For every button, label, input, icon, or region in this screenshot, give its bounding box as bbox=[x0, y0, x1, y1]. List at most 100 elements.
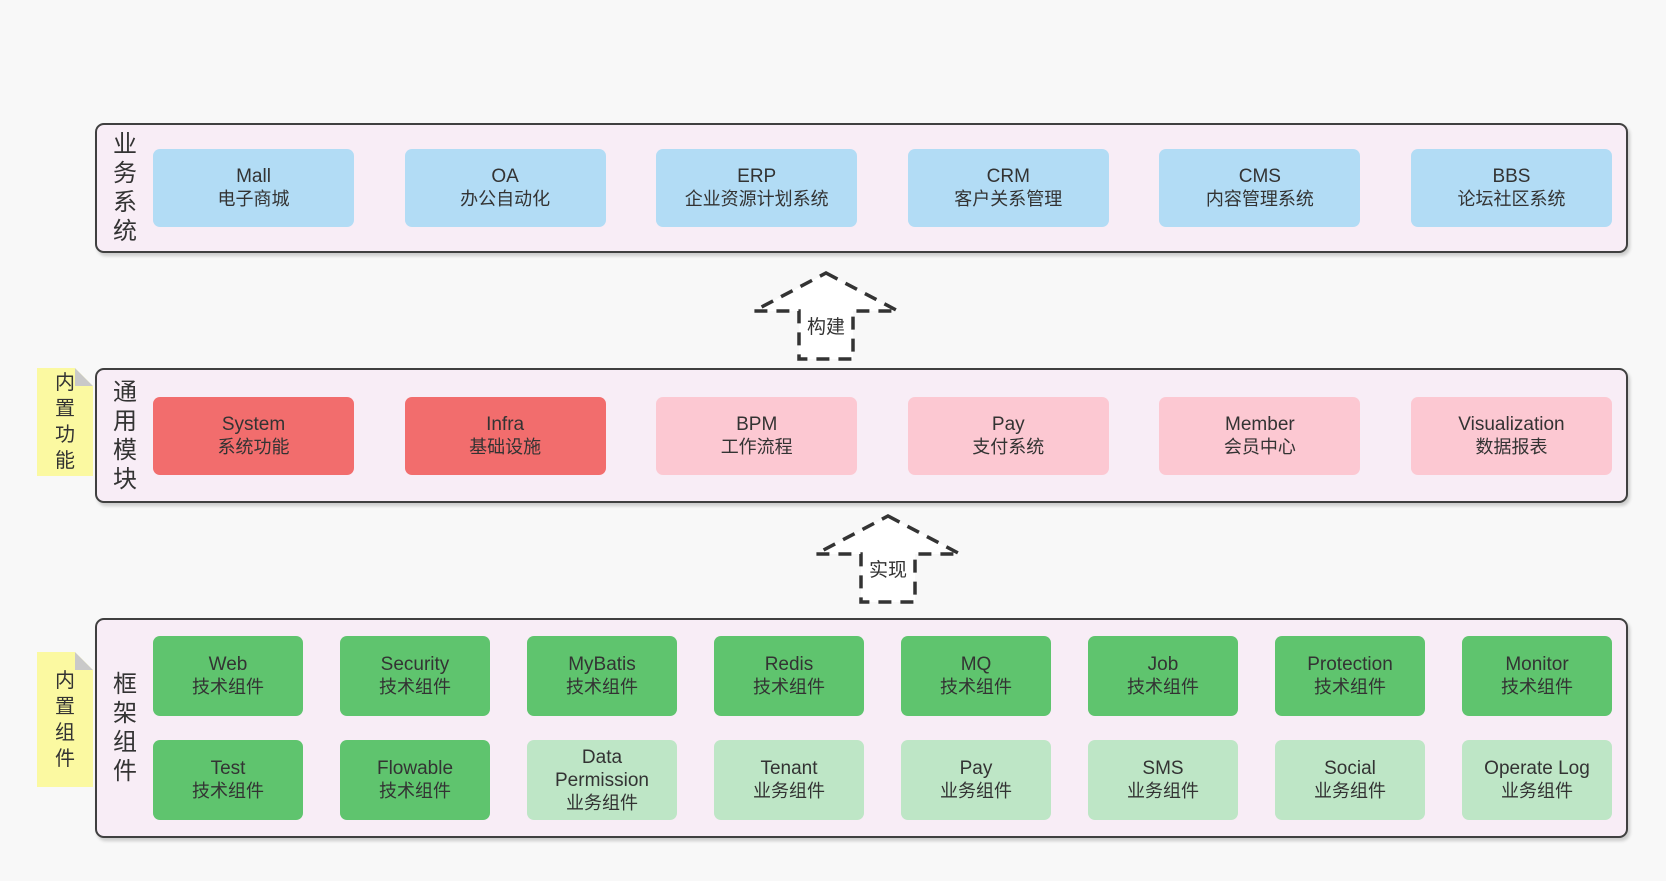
band-common-modules: 通用模块 System 系统功能 Infra 基础设施 BPM 工作流程 Pay bbox=[95, 368, 1628, 503]
note-text: 内置功能 bbox=[55, 372, 75, 472]
box-pay: Pay 支付系统 bbox=[907, 396, 1109, 475]
box-title: Monitor bbox=[1505, 654, 1569, 675]
box-subtitle: 业务组件 bbox=[1127, 781, 1199, 801]
box-title: CRM bbox=[986, 166, 1030, 187]
box-security: Security 技术组件 bbox=[340, 636, 490, 716]
band-framework-components: 框架组件 Web 技术组件 Security 技术组件 MyBatis 技术组件… bbox=[95, 618, 1628, 838]
box-title: Social bbox=[1324, 758, 1376, 779]
box-subtitle: 办公自动化 bbox=[460, 189, 551, 209]
band-content-components: Web 技术组件 Security 技术组件 MyBatis 技术组件 Redi… bbox=[153, 620, 1626, 836]
box-subtitle: 业务组件 bbox=[1314, 781, 1386, 801]
box-subtitle: 论坛社区系统 bbox=[1457, 189, 1566, 209]
box-data-permission: Data Permission 业务组件 bbox=[527, 740, 677, 820]
box-flowable: Flowable 技术组件 bbox=[340, 740, 490, 820]
box-tenant: Tenant 业务组件 bbox=[714, 740, 864, 820]
box-cms: CMS 内容管理系统 bbox=[1159, 149, 1361, 227]
box-title: Mall bbox=[236, 166, 271, 187]
box-member: Member 会员中心 bbox=[1159, 396, 1361, 475]
box-subtitle: 客户关系管理 bbox=[954, 189, 1063, 209]
box-subtitle: 技术组件 bbox=[192, 781, 264, 801]
box-title: Pay bbox=[991, 413, 1025, 435]
box-title: Operate Log bbox=[1484, 758, 1590, 779]
box-subtitle: 企业资源计划系统 bbox=[684, 189, 829, 209]
box-subtitle: 内容管理系统 bbox=[1205, 189, 1314, 209]
box-subtitle: 系统功能 bbox=[217, 436, 290, 457]
band-label-text: 业务系统 bbox=[113, 131, 137, 245]
note-text: 内置组件 bbox=[55, 669, 75, 770]
box-sms: SMS 业务组件 bbox=[1088, 740, 1238, 820]
box-oa: OA 办公自动化 bbox=[404, 149, 606, 227]
box-subtitle: 电子商城 bbox=[217, 189, 290, 209]
box-title: Tenant bbox=[760, 758, 818, 779]
band-content-business: Mall 电子商城 OA 办公自动化 ERP 企业资源计划系统 CRM 客户关系… bbox=[153, 125, 1626, 251]
box-subtitle: 技术组件 bbox=[379, 781, 451, 801]
note-built-in-features: 内置功能 bbox=[37, 368, 93, 476]
box-subtitle: 数据报表 bbox=[1475, 436, 1548, 457]
box-title: Infra bbox=[486, 413, 525, 435]
box-bpm: BPM 工作流程 bbox=[656, 396, 858, 475]
box-title: Visualization bbox=[1458, 413, 1565, 435]
box-subtitle: 技术组件 bbox=[1127, 677, 1199, 697]
band-content-modules: System 系统功能 Infra 基础设施 BPM 工作流程 Pay 支付系统… bbox=[153, 370, 1626, 501]
box-pay-business: Pay 业务组件 bbox=[901, 740, 1051, 820]
box-crm: CRM 客户关系管理 bbox=[907, 149, 1109, 227]
band-row: Web 技术组件 Security 技术组件 MyBatis 技术组件 Redi… bbox=[153, 636, 1612, 716]
box-system: System 系统功能 bbox=[153, 396, 354, 475]
box-title: Test bbox=[210, 758, 246, 779]
box-subtitle: 技术组件 bbox=[566, 677, 638, 697]
box-test: Test 技术组件 bbox=[153, 740, 303, 820]
box-subtitle: 技术组件 bbox=[192, 677, 264, 697]
box-title: Security bbox=[380, 654, 450, 675]
band-row: System 系统功能 Infra 基础设施 BPM 工作流程 Pay 支付系统… bbox=[153, 396, 1612, 475]
arrow-build-label: 构建 bbox=[800, 311, 852, 340]
band-label-text: 框架组件 bbox=[113, 671, 137, 785]
band-label-components: 框架组件 bbox=[97, 620, 153, 836]
box-title: Data Permission bbox=[555, 746, 649, 791]
box-title: MQ bbox=[960, 654, 992, 675]
box-operate-log: Operate Log 业务组件 bbox=[1462, 740, 1612, 820]
note-fold-icon bbox=[75, 368, 93, 386]
box-subtitle: 技术组件 bbox=[753, 677, 825, 697]
box-subtitle: 工作流程 bbox=[720, 436, 793, 457]
box-subtitle: 会员中心 bbox=[1223, 436, 1296, 457]
band-row: Mall 电子商城 OA 办公自动化 ERP 企业资源计划系统 CRM 客户关系… bbox=[153, 149, 1612, 227]
box-title: BBS bbox=[1492, 166, 1531, 187]
box-monitor: Monitor 技术组件 bbox=[1462, 636, 1612, 716]
box-subtitle: 业务组件 bbox=[940, 781, 1012, 801]
box-title: BPM bbox=[736, 413, 778, 435]
box-subtitle: 业务组件 bbox=[1501, 781, 1573, 801]
box-title: SMS bbox=[1142, 758, 1184, 779]
box-job: Job 技术组件 bbox=[1088, 636, 1238, 716]
box-title: MyBatis bbox=[568, 654, 636, 675]
band-label-modules: 通用模块 bbox=[97, 370, 153, 501]
box-subtitle: 技术组件 bbox=[1314, 677, 1386, 697]
box-title: Pay bbox=[959, 758, 993, 779]
box-subtitle: 技术组件 bbox=[379, 677, 451, 697]
box-title: CMS bbox=[1238, 166, 1281, 187]
box-web: Web 技术组件 bbox=[153, 636, 303, 716]
arrow-implement-label: 实现 bbox=[862, 554, 914, 583]
box-subtitle: 基础设施 bbox=[469, 436, 542, 457]
box-title: Member bbox=[1225, 413, 1295, 435]
arrow-implement: 实现 bbox=[813, 513, 963, 605]
box-subtitle: 支付系统 bbox=[972, 436, 1045, 457]
box-bbs: BBS 论坛社区系统 bbox=[1410, 149, 1612, 227]
box-protection: Protection 技术组件 bbox=[1275, 636, 1425, 716]
box-infra: Infra 基础设施 bbox=[404, 396, 606, 475]
note-fold-icon bbox=[75, 652, 93, 670]
box-subtitle: 技术组件 bbox=[940, 677, 1012, 697]
box-social: Social 业务组件 bbox=[1275, 740, 1425, 820]
note-built-in-components: 内置组件 bbox=[37, 652, 93, 787]
box-mybatis: MyBatis 技术组件 bbox=[527, 636, 677, 716]
box-subtitle: 业务组件 bbox=[753, 781, 825, 801]
box-title: Redis bbox=[764, 654, 814, 675]
arrow-build: 构建 bbox=[751, 270, 901, 362]
box-title: Protection bbox=[1307, 654, 1393, 675]
box-mall: Mall 电子商城 bbox=[153, 149, 354, 227]
box-title: OA bbox=[491, 166, 519, 187]
band-business-systems: 业务系统 Mall 电子商城 OA 办公自动化 ERP 企业资源计划系统 CRM bbox=[95, 123, 1628, 253]
box-mq: MQ 技术组件 bbox=[901, 636, 1051, 716]
band-row: Test 技术组件 Flowable 技术组件 Data Permission … bbox=[153, 740, 1612, 820]
box-visualization: Visualization 数据报表 bbox=[1410, 396, 1612, 475]
